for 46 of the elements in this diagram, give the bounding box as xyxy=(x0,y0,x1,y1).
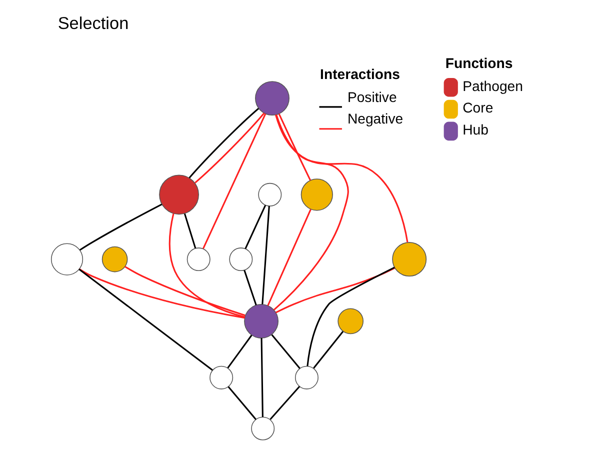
node-circle xyxy=(159,174,199,214)
label: Interactions xyxy=(320,66,400,82)
connector xyxy=(278,112,312,180)
connector xyxy=(274,114,408,242)
connector xyxy=(260,338,264,417)
connector xyxy=(275,266,396,313)
node-circle xyxy=(338,308,364,334)
connector xyxy=(271,334,300,368)
legend-label: Hub xyxy=(462,121,488,138)
node-circle xyxy=(244,303,279,338)
connector xyxy=(202,112,266,248)
legend-label: Positive xyxy=(347,88,397,104)
node-circle xyxy=(258,182,282,206)
label: Functions xyxy=(445,54,513,71)
node-circle xyxy=(210,365,234,389)
node-circle xyxy=(300,178,333,210)
node-circle xyxy=(294,365,318,389)
connector xyxy=(270,386,300,420)
connector xyxy=(78,268,213,370)
connector xyxy=(262,206,270,304)
connector xyxy=(267,208,312,306)
connector xyxy=(313,330,344,368)
connector xyxy=(79,203,162,250)
connector xyxy=(228,386,257,420)
connector xyxy=(244,270,257,305)
diagram-title: Selection xyxy=(58,12,129,33)
connector xyxy=(273,114,349,310)
node-circle xyxy=(102,246,128,272)
connector xyxy=(78,268,245,318)
node-circle xyxy=(186,247,210,271)
connector xyxy=(124,265,246,316)
node-circle xyxy=(229,247,253,271)
connector xyxy=(306,266,395,366)
node-circle xyxy=(392,242,427,276)
legend-label: Core xyxy=(462,99,494,116)
node-circle xyxy=(50,242,84,275)
legend-label: Negative xyxy=(347,110,404,126)
connector xyxy=(244,204,266,249)
legend-label: Pathogen xyxy=(462,77,523,94)
connector xyxy=(194,112,265,183)
connector xyxy=(168,212,246,318)
connector xyxy=(227,334,252,368)
node-circle xyxy=(251,416,275,440)
node-circle xyxy=(255,80,290,116)
connector xyxy=(184,212,196,248)
connector xyxy=(188,107,260,178)
